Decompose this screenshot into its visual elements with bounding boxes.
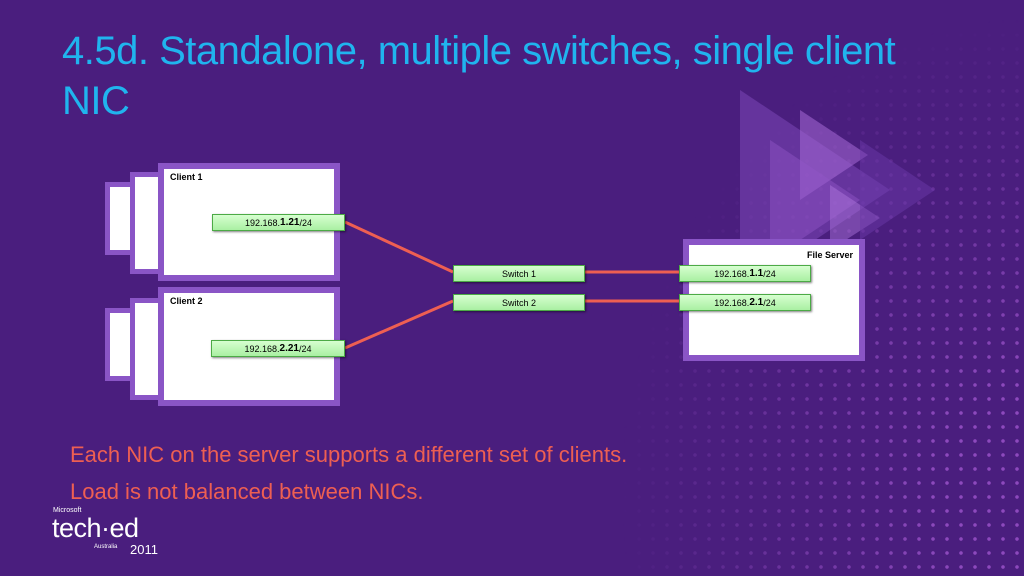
play-triangle-back xyxy=(830,185,880,250)
logo-year: 2011 xyxy=(130,542,158,557)
server-nic-2-ip-host: 2.1 xyxy=(749,297,764,308)
switch-2-chip: Switch 2 xyxy=(453,294,585,311)
slide-title: 4.5d. Standalone, multiple switches, sin… xyxy=(62,29,896,123)
file-server-label: File Server xyxy=(806,250,853,260)
logo-country: Australia xyxy=(94,544,118,550)
logo-brand: tech·ed xyxy=(52,513,139,543)
switch-1-label: Switch 1 xyxy=(501,268,536,279)
client-1-label: Client 1 xyxy=(170,172,203,182)
client-2-ip-host: 2.21 xyxy=(279,343,299,354)
client-1-nic-chip: 192.168.1.21/24 xyxy=(212,214,345,231)
client-1-ip-host: 1.21 xyxy=(280,217,300,228)
play-triangle-right xyxy=(860,140,935,240)
caption-line-2: Load is not balanced between NICs. xyxy=(70,479,424,504)
server-nic-1-ip-prefix: 192.168. xyxy=(714,268,750,279)
play-triangle-mid xyxy=(770,140,860,260)
server-nic-1-ip-suffix: /24 xyxy=(763,268,776,279)
logo-company: Microsoft xyxy=(53,507,82,514)
client-2-label: Client 2 xyxy=(170,296,203,306)
server-nic-2-ip-prefix: 192.168. xyxy=(714,297,750,308)
caption-line-1: Each NIC on the server supports a differ… xyxy=(70,442,628,467)
server-nic-2-chip: 192.168.2.1/24 xyxy=(679,294,811,311)
switch-1-chip: Switch 1 xyxy=(453,265,585,282)
server-nic-2-ip-suffix: /24 xyxy=(763,297,776,308)
client-2-ip-suffix: /24 xyxy=(299,343,312,354)
link-client2-switch2 xyxy=(344,299,454,350)
server-nic-1-chip: 192.168.1.1/24 xyxy=(679,265,811,282)
client-1-ip-suffix: /24 xyxy=(299,217,313,228)
play-triangle-small xyxy=(800,110,868,200)
switch-2-label: Switch 2 xyxy=(501,297,536,308)
link-client1-switch1 xyxy=(344,220,454,274)
client-2-ip-prefix: 192.168. xyxy=(244,343,280,354)
client-2-nic-chip: 192.168.2.21/24 xyxy=(211,340,345,357)
server-nic-1-ip-host: 1.1 xyxy=(749,268,764,279)
client-1-ip-prefix: 192.168. xyxy=(244,217,281,228)
